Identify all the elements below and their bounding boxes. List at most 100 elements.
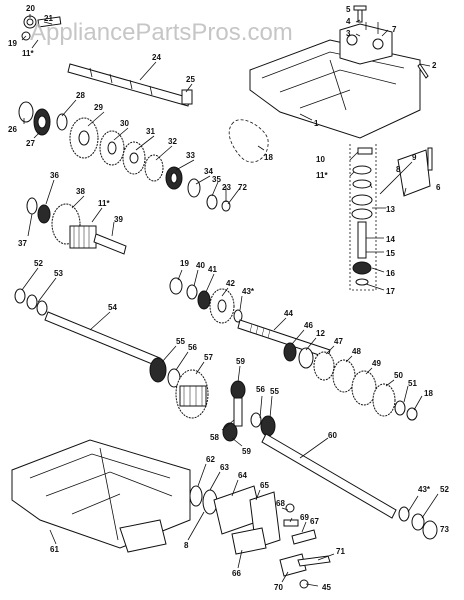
gear-49 — [351, 370, 377, 406]
callout-17: 17 — [386, 287, 395, 296]
callout-48: 48 — [352, 347, 361, 356]
gear-55b — [260, 415, 276, 437]
washer-26 — [18, 101, 34, 123]
callout-71: 71 — [336, 547, 345, 556]
callout-65: 65 — [260, 481, 269, 490]
callout-15: 15 — [386, 249, 395, 258]
callout-19: 19 — [8, 39, 17, 48]
callout-41: 41 — [208, 265, 217, 274]
callout-43b: 43* — [418, 485, 431, 494]
callout-59b: 59 — [242, 447, 251, 456]
gear-30-hub — [107, 141, 117, 155]
callout-27: 27 — [26, 139, 35, 148]
seal-73 — [422, 520, 438, 540]
leaders-upper-right — [257, 9, 431, 291]
pin-69 — [283, 519, 299, 527]
part-group-upper-right — [228, 5, 433, 291]
bevel-gear-59b — [222, 422, 238, 442]
callout-29: 29 — [94, 103, 103, 112]
bearing-28 — [56, 113, 68, 131]
callout-49: 49 — [372, 359, 381, 368]
puck-66 — [231, 527, 267, 555]
lower-housing-ribs — [29, 447, 173, 541]
bushing-9 — [357, 147, 373, 155]
callout-35: 35 — [212, 175, 221, 184]
bolt-3-4 — [365, 22, 379, 34]
washer-13a — [351, 194, 373, 206]
housing-boss — [339, 23, 393, 65]
bearing-19b — [169, 277, 183, 295]
gear-57-face — [179, 385, 207, 407]
pin-58 — [233, 397, 243, 427]
callout-25: 25 — [186, 75, 195, 84]
gear-46 — [283, 342, 297, 362]
gear-55 — [149, 357, 167, 383]
gear-34 — [187, 178, 201, 198]
washer-40 — [186, 284, 198, 300]
washer-13b — [351, 208, 373, 220]
axle-60 — [261, 433, 397, 519]
callout-16: 16 — [386, 269, 395, 278]
watermark-text: AppliancePartsPros.com — [30, 19, 293, 46]
callout-69: 69 — [300, 513, 309, 522]
washer-51 — [394, 400, 406, 416]
callout-42: 42 — [226, 279, 235, 288]
gear-57-teeth — [183, 386, 203, 406]
washer-10 — [352, 165, 372, 175]
callout-28: 28 — [76, 91, 85, 100]
callout-62: 62 — [206, 455, 215, 464]
callout-30: 30 — [120, 119, 129, 128]
callout-18b: 18 — [424, 389, 433, 398]
callout-4: 4 — [346, 17, 351, 26]
part-group-upper-left — [18, 15, 231, 255]
bearing-41 — [197, 290, 211, 310]
shaft-14 — [357, 221, 367, 259]
callout-26: 26 — [8, 125, 17, 134]
callout-19b: 19 — [180, 259, 189, 268]
gear-50 — [372, 383, 396, 417]
callout-43: 43* — [242, 287, 255, 296]
collar-35 — [206, 194, 218, 210]
callout-61: 61 — [50, 545, 59, 554]
upper-housing-1 — [249, 39, 421, 139]
callout-55: 55 — [176, 337, 185, 346]
callout-8b: 8 — [184, 541, 189, 550]
callout-52b: 52 — [440, 485, 449, 494]
callout-66: 66 — [232, 569, 241, 578]
part-group-lower — [11, 439, 331, 589]
callout-21: 21 — [44, 14, 53, 23]
washer-53a — [26, 294, 38, 310]
callout-38: 38 — [76, 187, 85, 196]
leader-lines — [21, 9, 439, 587]
callout-57: 57 — [204, 353, 213, 362]
callout-13: 13 — [386, 205, 395, 214]
callout-8: 8 — [396, 165, 401, 174]
lower-housing-foot — [119, 519, 167, 553]
boss-bore-a — [346, 34, 358, 46]
callout-64: 64 — [238, 471, 247, 480]
washer-36 — [26, 197, 38, 215]
pin-6 — [427, 147, 433, 171]
leaders-middle — [21, 267, 423, 411]
callout-60: 60 — [328, 431, 337, 440]
callout-1: 1 — [314, 119, 319, 128]
washer-43b — [398, 506, 410, 522]
callout-6: 6 — [436, 183, 441, 192]
callout-63: 63 — [220, 463, 229, 472]
leaders-lower — [49, 345, 439, 587]
pin-2 — [417, 63, 429, 79]
callout-12: 12 — [316, 329, 325, 338]
callout-58: 58 — [210, 433, 219, 442]
callout-39: 39 — [114, 215, 123, 224]
callout-54: 54 — [108, 303, 117, 312]
part-group-differential — [222, 380, 438, 540]
callout-52: 52 — [34, 259, 43, 268]
callout-31: 31 — [146, 127, 155, 136]
gear-42-hub — [217, 299, 227, 313]
callout-70: 70 — [274, 583, 283, 592]
callout-2: 2 — [432, 61, 437, 70]
washer-11 — [352, 179, 372, 189]
callout-18: 18 — [264, 153, 273, 162]
callout-55b: 55 — [270, 387, 279, 396]
